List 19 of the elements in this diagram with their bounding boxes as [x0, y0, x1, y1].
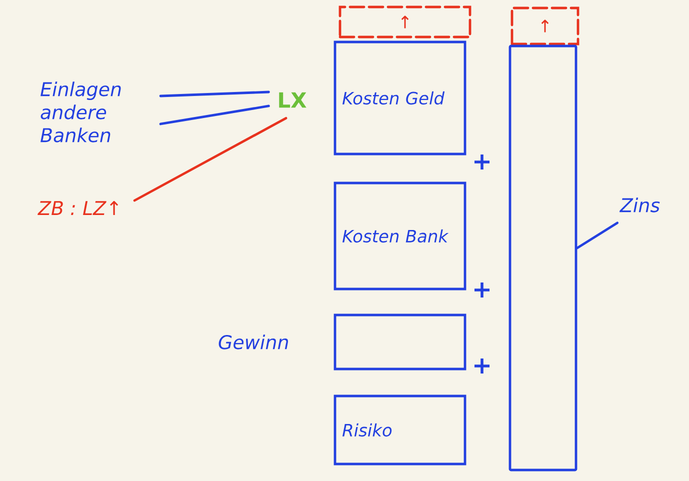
handwritten-note: ZB : LZ↑ [38, 201, 118, 215]
leader-line [576, 222, 619, 250]
connector-line [159, 104, 270, 126]
plus-sign: + [474, 154, 490, 170]
handwritten-note: Zins [619, 198, 660, 212]
handwritten-note: LX [279, 92, 306, 108]
connector-line [133, 116, 288, 202]
plus-sign: + [474, 282, 490, 298]
stack-segment: Risiko [334, 394, 466, 466]
increase-box: ↑ [510, 6, 580, 46]
side-note: Gewinn [218, 334, 288, 350]
handwritten-note: Einlagen andere Banken [40, 82, 121, 142]
empty-segment [334, 314, 466, 370]
increase-box: ↑ [338, 6, 472, 38]
interest-bar [508, 44, 578, 472]
stack-segment: Kosten Bank [334, 182, 466, 290]
connector-line [159, 90, 270, 98]
stack-segment: Kosten Geld [334, 40, 466, 156]
plus-sign: + [474, 358, 490, 374]
